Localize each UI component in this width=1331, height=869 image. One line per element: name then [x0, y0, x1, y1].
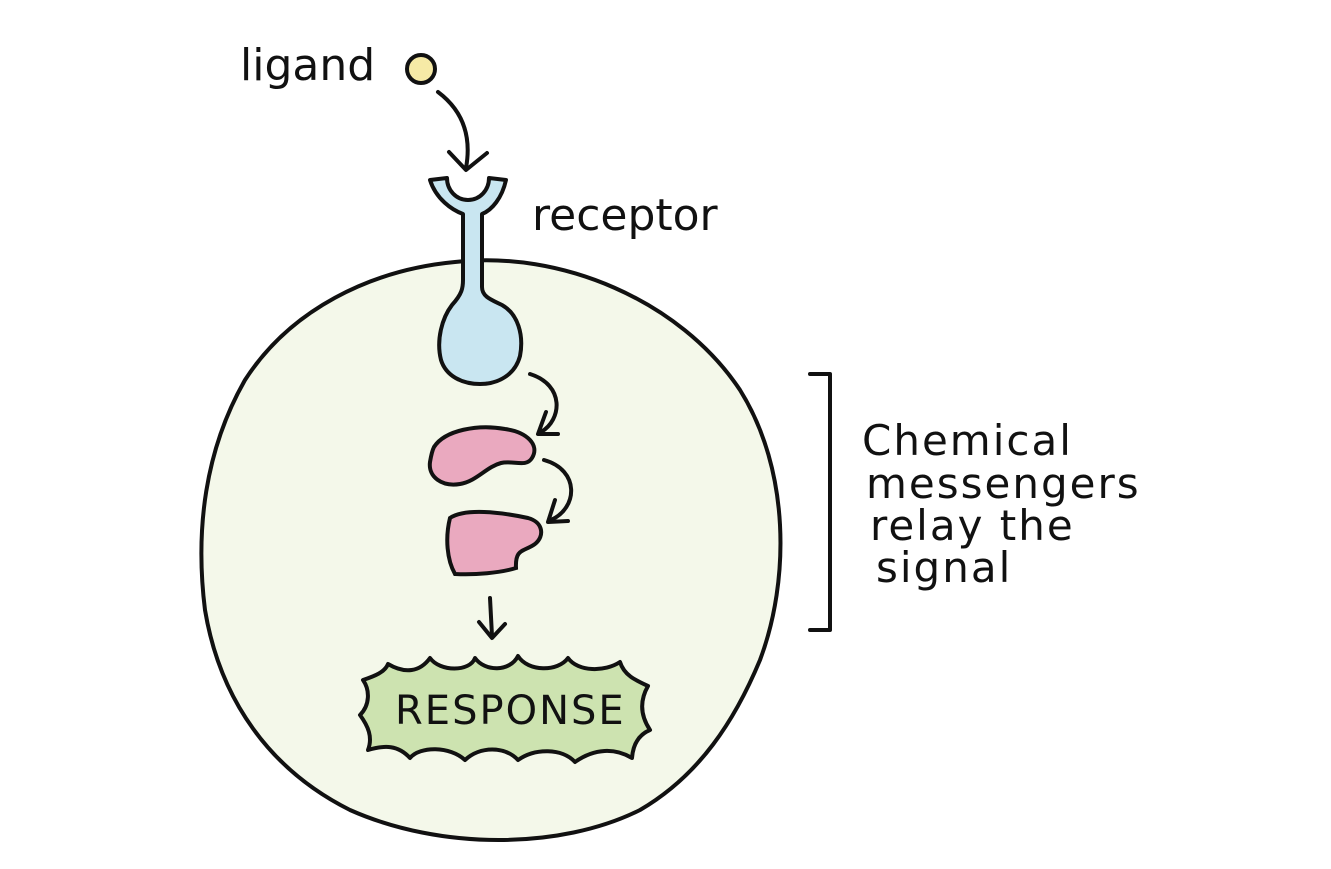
messenger-to-messenger-arrow	[542, 458, 574, 524]
messengers-annotation: Chemical messengers relay the signal	[862, 416, 1141, 592]
ligand-label: ligand	[240, 40, 375, 91]
messengers-annotation-line-2: messengers	[866, 459, 1141, 508]
messenger-protein-1	[427, 425, 537, 487]
receptor	[428, 176, 524, 386]
messengers-annotation-line-4: signal	[876, 543, 1012, 592]
receptor-to-messenger-arrow	[528, 372, 560, 436]
messenger-to-response-arrow	[477, 596, 507, 640]
response-label: RESPONSE	[395, 688, 626, 734]
ligand-arrow	[436, 90, 489, 172]
messenger-protein-2	[445, 509, 544, 577]
receptor-label: receptor	[532, 190, 719, 241]
ligand-molecule	[405, 53, 437, 85]
messengers-annotation-line-3: relay the	[870, 501, 1075, 550]
response-burst	[358, 654, 652, 764]
messenger-bracket	[808, 372, 832, 632]
messengers-annotation-line-1: Chemical	[862, 416, 1073, 465]
